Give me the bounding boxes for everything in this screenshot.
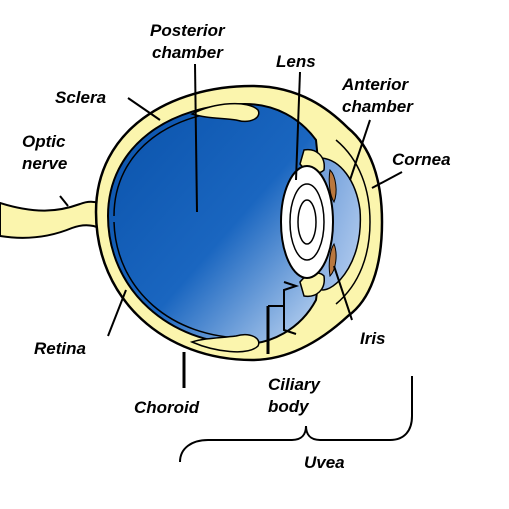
label-choroid: Choroid — [134, 398, 200, 417]
leader-posterior-chamber — [194, 63, 198, 213]
iris-top — [328, 168, 337, 204]
leader-anterior-chamber — [349, 119, 371, 181]
label-optic-nerve-2: nerve — [22, 154, 67, 173]
label-ciliary-body-2: body — [268, 397, 310, 416]
leader-retina — [107, 289, 127, 337]
label-optic-nerve-1: Optic — [22, 132, 66, 151]
ciliary-fold-top — [190, 102, 260, 122]
leader-sclera — [127, 97, 161, 121]
ciliary-bracket — [268, 281, 300, 335]
label-iris: Iris — [360, 329, 386, 348]
ciliary-fold-bottom — [189, 334, 260, 353]
label-sclera: Sclera — [55, 88, 106, 107]
label-anterior-chamber-2: chamber — [342, 97, 414, 116]
leader-lines — [59, 63, 403, 388]
label-anterior-chamber-1: Anterior — [341, 75, 410, 94]
lens — [280, 165, 334, 279]
label-posterior-chamber-2: chamber — [152, 43, 224, 62]
leader-lens — [295, 71, 301, 181]
label-retina: Retina — [34, 339, 86, 358]
label-posterior-chamber-1: Posterior — [150, 21, 226, 40]
cornea — [335, 139, 371, 305]
label-cornea: Cornea — [392, 150, 451, 169]
label-ciliary-body-1: Ciliary — [268, 375, 322, 394]
leader-cornea — [371, 171, 403, 189]
leader-iris — [333, 265, 353, 321]
label-uvea: Uvea — [304, 453, 345, 472]
uvea-brace — [179, 376, 413, 463]
retina-layer — [113, 221, 247, 339]
label-lens: Lens — [276, 52, 316, 71]
leader-optic-nerve — [59, 195, 69, 207]
